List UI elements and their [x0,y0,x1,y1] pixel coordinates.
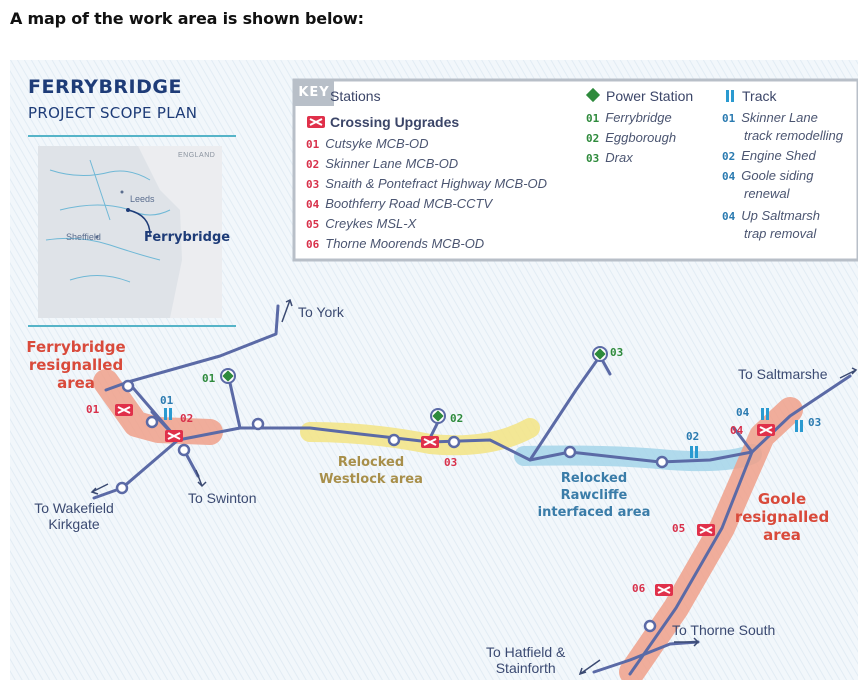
key-tab: KEY [294,80,334,106]
power-station-markers [220,346,608,424]
key-power-label: Power Station [606,88,694,104]
key-box [292,78,858,262]
to-york-label: To York [298,304,344,320]
inset-sheffield-label: Sheffield [66,232,101,242]
key-track-item-line2: renewal [744,186,790,201]
crossing-04-number: 04 [730,424,744,437]
crossing-06-number: 06 [632,582,646,595]
track-01-number: 01 [160,394,174,407]
inset-leeds-label: Leeds [130,194,155,204]
key-track-label: Track [742,88,777,104]
map-subtitle: PROJECT SCOPE PLAN [28,104,198,122]
crossing-03-number: 03 [444,456,458,469]
map-title: FERRYBRIDGE [28,76,182,98]
key-crossings-label: Crossing Upgrades [330,114,460,130]
track-02-number: 02 [686,430,700,443]
map-canvas [10,60,858,680]
key-stations-label: Stations [330,88,381,104]
inset-ferrybridge-label: Ferrybridge [144,230,231,245]
station-markers [115,379,669,633]
crossing-01-number: 01 [86,403,100,416]
power-02-number: 02 [450,412,464,425]
to-hatfield-label: To Hatfield &Stainforth [486,644,566,676]
track-03-number: 03 [808,416,822,429]
inset-sea [138,146,222,318]
key-track-item-line2: track remodelling [744,128,843,143]
to-saltmarshe-label: To Saltmarshe [738,366,828,382]
page-heading: A map of the work area is shown below: [10,9,364,28]
power-03-number: 03 [610,346,624,359]
track-markers [164,408,803,458]
to-thorne-south-label: To Thorne South [672,622,776,638]
crossing-05-number: 05 [672,522,686,535]
inset-england-label: ENGLAND [178,152,216,159]
scope-plan-map: FERRYBRIDGE PROJECT SCOPE PLAN ENGLAND L… [10,60,858,680]
inset-map: ENGLAND Leeds Sheffield Ferrybridge [38,146,230,318]
crossing-markers [115,404,775,596]
crossing-02-number: 02 [180,412,194,425]
track-04-number: 04 [736,406,750,419]
direction-arrows [90,298,858,676]
ferrybridge-resignalled-highlight [93,369,223,445]
key-track-item-line2: trap removal [744,226,817,241]
power-01-number: 01 [202,372,216,385]
to-swinton-label: To Swinton [188,490,257,506]
